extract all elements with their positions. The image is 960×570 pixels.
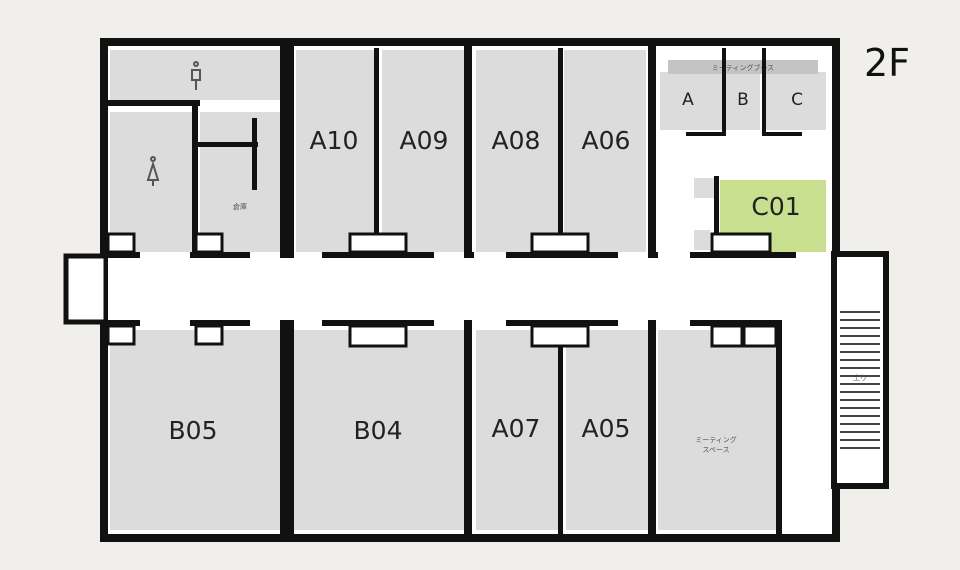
corridor-wall-bottom-5 xyxy=(690,320,782,326)
booth-divider-2 xyxy=(762,48,766,136)
corridor-wall-bottom-1 xyxy=(108,320,140,326)
wall-lower-2 xyxy=(288,320,294,542)
corridor-wall-top-6 xyxy=(648,252,658,258)
stairs-label: 上り xyxy=(853,373,867,382)
door-recess-l4 xyxy=(530,324,590,348)
room-a06 xyxy=(564,50,646,252)
wall-lower-3 xyxy=(464,320,472,542)
meeting-booth-a xyxy=(660,72,722,130)
room-label-a09: A09 xyxy=(400,126,449,155)
room-a05 xyxy=(566,330,648,530)
door-recess-u5 xyxy=(710,232,772,254)
corridor-wall-top-1 xyxy=(108,252,140,258)
meeting-space xyxy=(658,330,776,530)
wall-upper-5 xyxy=(558,48,563,238)
door-recess-u1 xyxy=(106,232,136,254)
wall-lower-4 xyxy=(558,340,563,536)
corridor xyxy=(108,256,832,322)
building-wall-right-upper xyxy=(832,38,840,254)
room-b05 xyxy=(110,330,280,530)
meeting-banner-box xyxy=(668,60,818,74)
corridor-wall-top-7 xyxy=(464,252,474,258)
male-restroom xyxy=(110,50,280,100)
room-b04 xyxy=(294,330,464,530)
c01-annex-top xyxy=(694,178,714,198)
stair-enclosure xyxy=(831,251,889,489)
floor-label: 2F xyxy=(864,41,910,85)
room-label-b04: B04 xyxy=(354,416,403,445)
storage-room-label: 倉庫 xyxy=(233,202,247,211)
restroom-wall-h2 xyxy=(198,142,258,147)
wall-upper-3 xyxy=(374,48,379,238)
room-label-a10: A10 xyxy=(310,126,359,155)
room-label-a07: A07 xyxy=(492,414,541,443)
door-recess-l2 xyxy=(194,324,224,346)
room-label-a06: A06 xyxy=(582,126,631,155)
room-label-a05: A05 xyxy=(582,414,631,443)
corridor-wall-top-8 xyxy=(280,252,294,258)
wall-upper-1 xyxy=(280,38,288,256)
booth-divider-1 xyxy=(722,48,726,136)
corridor-wall-top-2 xyxy=(190,252,250,258)
room-a09 xyxy=(382,50,464,252)
stairs-icon xyxy=(840,311,880,449)
meeting-space-label-1: ミーティング xyxy=(695,435,737,444)
corridor-wall-top-4 xyxy=(506,252,618,258)
door-recess-l5 xyxy=(710,324,744,348)
corridor-wall-bottom-4 xyxy=(506,320,618,326)
wall-lower-6 xyxy=(776,320,782,542)
entrance-vestibule xyxy=(63,253,109,325)
meeting-booth-c xyxy=(766,72,826,130)
storage-room xyxy=(200,112,280,252)
building-wall-left-upper xyxy=(100,38,108,256)
meeting-banner: ミーティングブース xyxy=(712,63,774,72)
corridor-wall-top-3 xyxy=(322,252,434,258)
c01-annex-bottom xyxy=(694,230,710,250)
room-a08 xyxy=(476,50,558,252)
room-a10 xyxy=(296,50,374,252)
booth-a-label: A xyxy=(682,90,694,110)
room-label-b05: B05 xyxy=(169,416,218,445)
door-recess-u2 xyxy=(194,232,224,254)
restroom-wall-h xyxy=(108,100,200,106)
door-recess-u4 xyxy=(530,232,590,254)
booth-b-label: B xyxy=(737,90,749,110)
meeting-booth-b xyxy=(726,72,760,130)
female-restroom xyxy=(110,112,192,252)
wall-upper-4 xyxy=(464,38,472,256)
restroom-wall-v xyxy=(192,100,198,256)
meeting-space-label-2: スペース xyxy=(702,446,729,454)
door-recess-u3 xyxy=(348,232,408,254)
wall-lower-1 xyxy=(280,320,288,542)
building-wall-left-lower xyxy=(100,322,108,542)
corridor-wall-bottom-3 xyxy=(322,320,434,326)
wall-upper-2 xyxy=(288,38,294,256)
wall-c01-left xyxy=(714,176,719,236)
room-a07 xyxy=(476,330,558,530)
booth-wall-2 xyxy=(762,132,802,136)
door-recess-l6 xyxy=(742,324,778,348)
corridor-wall-top-5 xyxy=(690,252,796,258)
room-label-a08: A08 xyxy=(492,126,541,155)
wall-lower-5 xyxy=(648,320,656,542)
male-restroom-icon xyxy=(191,61,201,90)
room-label-c01: C01 xyxy=(751,192,800,221)
female-restroom-icon xyxy=(146,156,160,186)
door-recess-l1 xyxy=(106,324,136,346)
booth-wall-1 xyxy=(686,132,726,136)
door-recess-l3 xyxy=(348,324,408,348)
booth-c-label: C xyxy=(791,90,803,110)
restroom-wall-v2 xyxy=(252,118,257,190)
corridor-wall-bottom-2 xyxy=(190,320,250,326)
wall-upper-6 xyxy=(648,38,656,256)
